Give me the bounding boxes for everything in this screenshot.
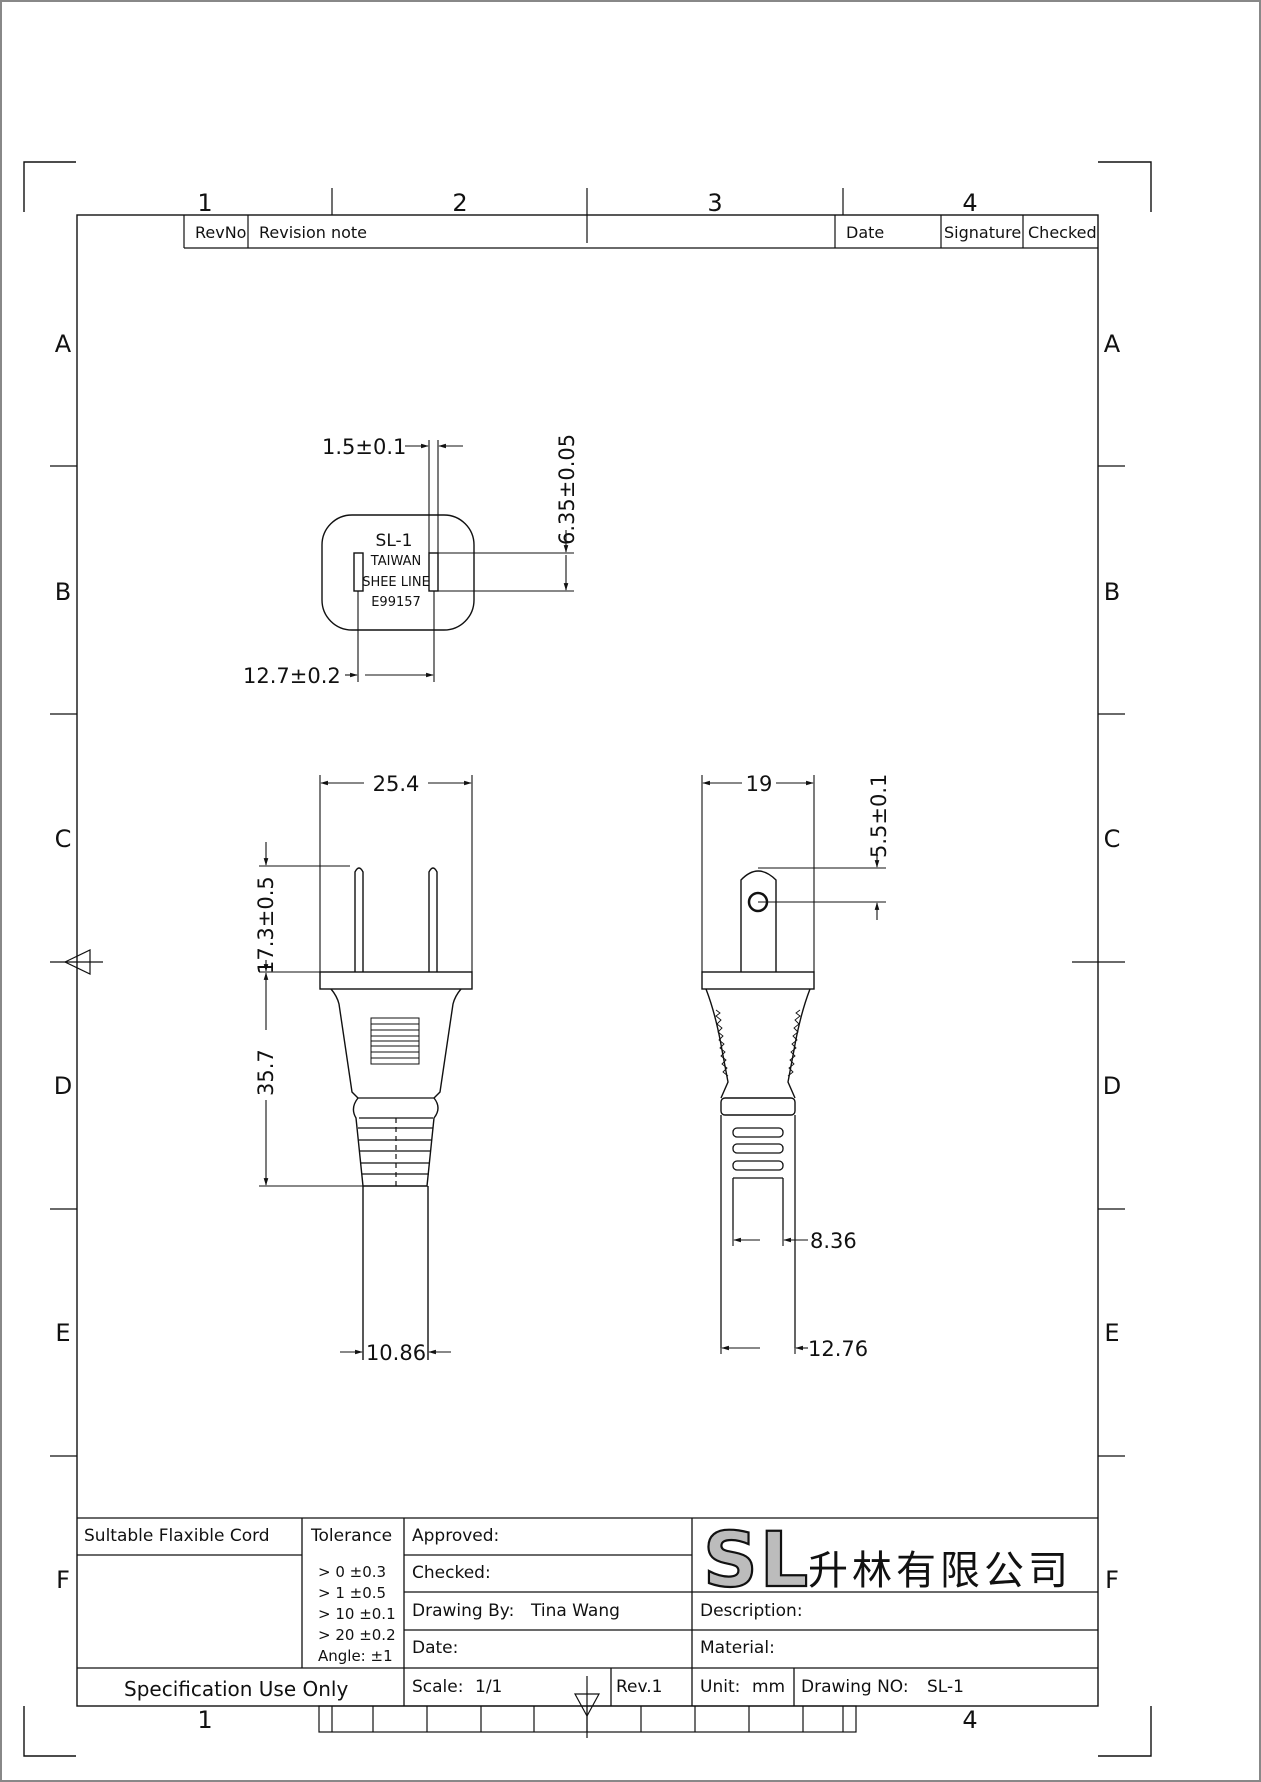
dimension-blade-thickness <box>405 440 463 553</box>
face-marking-brand: SHEE LINE <box>362 575 430 590</box>
row-label-d: D <box>54 1072 72 1100</box>
row-label-b: B <box>55 578 71 606</box>
tolerance-row-1: > 0 ±0.3 <box>318 1563 386 1581</box>
dimension-blade-width <box>438 530 574 592</box>
dimension-blade-spacing <box>345 591 435 682</box>
row-label-b-right: B <box>1104 578 1120 606</box>
tolerance-label: Tolerance <box>310 1526 392 1546</box>
plug-front-view: 25.4 17.3±0.5 35.7 10.86 <box>254 772 473 1365</box>
row-label-f-right: F <box>1105 1566 1119 1594</box>
scale-value: 1/1 <box>475 1677 502 1697</box>
plug-flange <box>319 971 473 990</box>
dimension-outer-width <box>720 1345 808 1354</box>
dim-body-length-label: 35.7 <box>254 1049 278 1096</box>
strain-relief-ribs <box>358 1117 433 1186</box>
unit-value: mm <box>752 1677 785 1697</box>
dimension-body-depth <box>701 775 815 972</box>
side-flange <box>701 971 815 990</box>
row-label-c: C <box>55 825 72 853</box>
row-label-a: A <box>55 330 72 358</box>
row-label-f: F <box>56 1566 70 1594</box>
row-label-a-right: A <box>1104 330 1121 358</box>
bottom-strip <box>318 1676 857 1738</box>
dimension-body-width <box>319 775 473 972</box>
dim-body-width-label: 25.4 <box>373 772 420 796</box>
row-label-e: E <box>55 1319 70 1347</box>
company-name: 升林有限公司 <box>808 1548 1072 1594</box>
plug-face-view: SL-1 TAIWAN SHEE LINE E99157 1.5±0.1 6.3… <box>243 434 579 688</box>
tolerance-row-2: > 1 ±0.5 <box>318 1584 386 1602</box>
revision-table: RevNo Revision note Date Signature Check… <box>183 215 1098 249</box>
dimension-hole-position <box>758 848 886 920</box>
rev-header-signature: Signature <box>944 223 1021 242</box>
dim-inner-width-label: 8.36 <box>810 1229 857 1253</box>
face-marking-country: TAIWAN <box>370 554 421 569</box>
face-marking-cert: E99157 <box>371 595 421 610</box>
projection-symbol-icon <box>573 1693 601 1718</box>
column-label-1: 1 <box>197 189 212 217</box>
row-label-c-right: C <box>1104 825 1121 853</box>
grip-pad <box>370 1017 420 1065</box>
dim-blade-length-label: 17.3±0.5 <box>254 876 278 974</box>
column-label-4-bottom: 4 <box>962 1706 977 1734</box>
cord-front <box>362 1186 429 1360</box>
tolerance-row-3: > 10 ±0.1 <box>318 1605 396 1623</box>
description-label: Description: <box>700 1601 803 1621</box>
rev-header-checked: Checked <box>1028 223 1097 242</box>
approved-label: Approved: <box>412 1526 499 1546</box>
drawn-by-label: Drawing By: <box>412 1601 514 1621</box>
side-strain-relief <box>720 1115 796 1348</box>
spec-label: Specification Use Only <box>124 1677 348 1701</box>
row-label-d-right: D <box>1103 1072 1121 1100</box>
rev-header-date: Date <box>846 223 884 242</box>
column-label-1-bottom: 1 <box>197 1706 212 1734</box>
centering-arrow-icon <box>63 949 91 975</box>
checked-label: Checked: <box>412 1563 491 1583</box>
side-body-grip-texture <box>715 1009 801 1077</box>
dim-hole-position-label: 5.5±0.1 <box>867 774 891 858</box>
dim-blade-width-label: 6.35±0.05 <box>555 434 579 545</box>
cord-label: Sultable Flaxible Cord <box>84 1526 270 1546</box>
dim-blade-spacing-label: 12.7±0.2 <box>243 664 341 688</box>
row-label-e-right: E <box>1104 1319 1119 1347</box>
date-label: Date: <box>412 1638 458 1658</box>
column-label-3: 3 <box>707 189 722 217</box>
unit-label: Unit: <box>700 1677 740 1697</box>
scale-label: Scale: <box>412 1677 463 1697</box>
tolerance-row-5: Angle: ±1 <box>318 1647 393 1665</box>
drawing-no-label: Drawing NO: <box>801 1677 909 1697</box>
side-collar <box>720 1097 796 1116</box>
blade-right <box>428 867 438 972</box>
title-block: Sultable Flaxible Cord Tolerance Approve… <box>77 1514 1098 1738</box>
dimension-inner-width <box>732 1230 808 1246</box>
side-blade <box>740 870 777 972</box>
plug-neck <box>352 1097 439 1187</box>
plug-side-view: 19 5.5±0.1 8.36 12.76 <box>701 772 891 1361</box>
column-label-4: 4 <box>962 189 977 217</box>
dimension-blade-length <box>259 842 350 973</box>
company-logo: SL <box>703 1515 810 1604</box>
corner-marks <box>23 161 1152 1757</box>
plug-body <box>330 988 462 1099</box>
dim-body-depth-label: 19 <box>746 772 773 796</box>
rev-header-note: Revision note <box>259 223 367 242</box>
dim-cord-width-label: 10.86 <box>366 1341 426 1365</box>
column-label-2: 2 <box>452 189 467 217</box>
blade-left <box>354 867 364 972</box>
dimension-body-length <box>259 972 363 1187</box>
row-ticks <box>50 465 1125 1457</box>
dim-outer-width-label: 12.76 <box>808 1337 868 1361</box>
material-label: Material: <box>700 1638 775 1658</box>
rev-header-revno: RevNo <box>195 223 246 242</box>
tolerance-row-4: > 20 ±0.2 <box>318 1626 396 1644</box>
dim-blade-thickness-label: 1.5±0.1 <box>322 435 406 459</box>
face-marking-model: SL-1 <box>376 531 413 551</box>
drawing-no-value: SL-1 <box>927 1677 964 1697</box>
drawn-by-value: Tina Wang <box>530 1601 620 1621</box>
plug-face-outline <box>321 514 475 631</box>
rev-label: Rev.1 <box>616 1677 662 1697</box>
